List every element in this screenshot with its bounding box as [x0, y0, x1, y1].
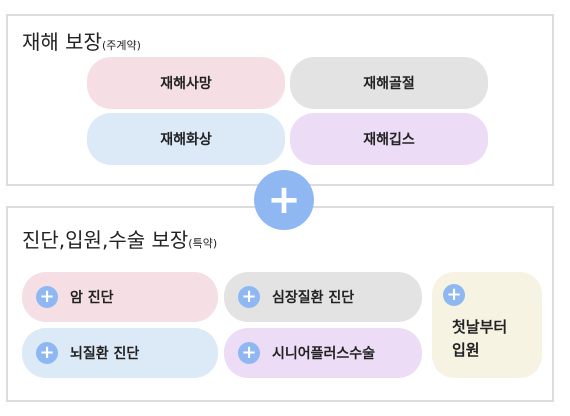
- rider-item-label: 암 진단: [70, 290, 114, 306]
- accident-coverage-title: 재해 보장(주계약): [22, 26, 141, 55]
- rider-item-label: 시니어플러스수술: [272, 346, 376, 362]
- rider-item-label-line1: 첫날부터: [452, 318, 508, 336]
- rider-coverage-title-text: 진단,입원,수술 보장: [22, 228, 189, 252]
- plus-icon: +: [238, 286, 260, 308]
- coverage-item-label: 재해화상: [160, 132, 212, 148]
- plus-icon: +: [36, 342, 58, 364]
- coverage-item-label: 재해골절: [363, 76, 415, 92]
- plus-icon: +: [238, 342, 260, 364]
- rider-item-heart-disease-diagnosis[interactable]: + 심장질환 진단: [224, 272, 422, 322]
- coverage-item-accidental-burn[interactable]: 재해화상: [87, 113, 285, 165]
- rider-coverage-title: 진단,입원,수술 보장(특약): [22, 224, 217, 253]
- rider-item-senior-plus-surgery[interactable]: + 시니어플러스수술: [224, 328, 422, 378]
- accident-coverage-title-text: 재해 보장: [22, 30, 102, 54]
- accident-coverage-subtitle: (주계약): [101, 39, 141, 52]
- coverage-item-label: 재해깁스: [363, 132, 415, 148]
- coverage-item-accidental-cast[interactable]: 재해깁스: [290, 113, 488, 165]
- plus-connector-icon: +: [254, 170, 314, 230]
- plus-icon: +: [443, 284, 465, 306]
- coverage-item-accidental-death[interactable]: 재해사망: [87, 57, 285, 109]
- rider-item-label: 첫날부터 입원: [452, 316, 507, 362]
- coverage-item-label: 재해사망: [160, 76, 212, 92]
- rider-item-label: 뇌질환 진단: [70, 346, 140, 362]
- plus-icon: +: [36, 286, 58, 308]
- rider-item-label: 심장질환 진단: [272, 290, 355, 306]
- rider-coverage-subtitle: (특약): [188, 237, 218, 250]
- rider-item-label-line2: 입원: [452, 341, 480, 359]
- rider-item-brain-disease-diagnosis[interactable]: + 뇌질환 진단: [22, 328, 218, 378]
- rider-item-first-day-hospitalization[interactable]: + 첫날부터 입원: [432, 272, 542, 378]
- coverage-item-accidental-fracture[interactable]: 재해골절: [290, 57, 488, 109]
- rider-item-cancer-diagnosis[interactable]: + 암 진단: [22, 272, 218, 322]
